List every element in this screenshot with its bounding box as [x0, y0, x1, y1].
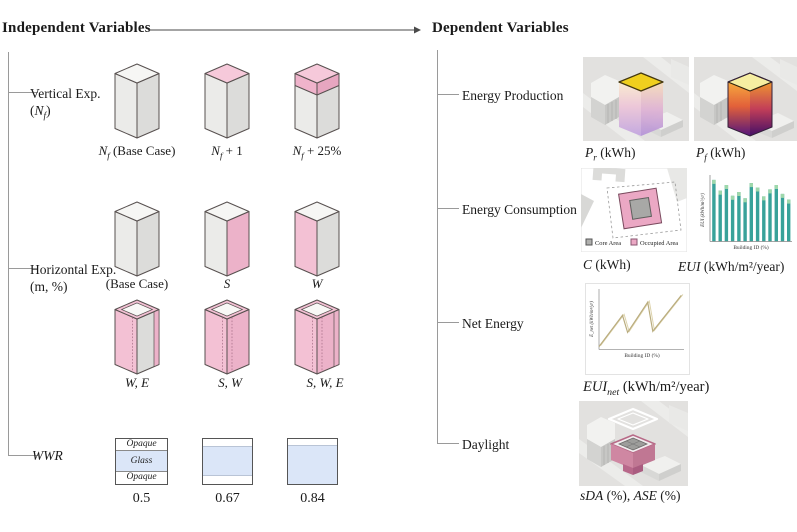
independent-variables-title: Independent Variables — [2, 20, 151, 36]
tower-nf-plus25 — [289, 62, 345, 140]
render-pv-facade — [694, 57, 797, 141]
tower-h-w — [289, 200, 345, 278]
caption-h-s: S — [223, 276, 231, 291]
caption-h-swe: S, W, E — [306, 375, 344, 390]
tower-h-swe — [289, 298, 345, 376]
svg-text:Building ID (%): Building ID (%) — [733, 244, 769, 251]
caption-eui-net: EUInet (kWh/m²/year) — [583, 379, 710, 398]
wwr-box-05: Opaque Glass Opaque — [115, 438, 168, 485]
tower-h-s — [199, 200, 255, 278]
caption-nf-plus25: Nf + 25% — [292, 143, 342, 161]
caption-nf-base: Nf (Base Case) — [98, 143, 176, 161]
wwr-value-067: 0.67 — [215, 491, 240, 506]
caption-eui: EUI (kWh/m²/year) — [678, 259, 785, 274]
tower-nf-plus1 — [199, 62, 255, 140]
horizontal-exp-label: Horizontal Exp. (m, %) — [30, 262, 117, 294]
tower-h-base — [109, 200, 165, 278]
svg-text:EUI (kWh/m²/yr): EUI (kWh/m²/yr) — [700, 193, 706, 228]
wwr-box-067 — [202, 438, 253, 485]
chart-eui-net: E_net (kWh/m²/yr) Building ID (%) — [585, 283, 690, 375]
caption-h-sw: S, W — [218, 375, 242, 390]
wwr-segment-opaque-bottom: Opaque — [116, 472, 167, 484]
wwr-label: WWR — [32, 448, 63, 463]
daylight-label: Daylight — [462, 437, 510, 452]
svg-text:E_net (kWh/m²/yr): E_net (kWh/m²/yr) — [589, 301, 595, 338]
tower-h-we — [109, 298, 165, 376]
caption-nf-plus1: Nf + 1 — [211, 143, 243, 161]
caption-pr: Pr (kWh) — [585, 145, 636, 163]
branch-vertical-exp — [8, 92, 38, 93]
net-energy-label: Net Energy — [462, 316, 524, 331]
wwr-segment-opaque-top: Opaque — [116, 439, 167, 451]
plan-core-occupied: Core Area Occupied Area — [581, 168, 687, 252]
branch-net-energy — [437, 322, 459, 323]
chart-eui-bars: EUI (kWh/m²/yr) Building ID (%) — [700, 175, 792, 251]
flow-arrow-icon — [148, 26, 421, 34]
energy-production-label: Energy Production — [462, 88, 564, 103]
svg-text:Core Area: Core Area — [595, 240, 621, 247]
caption-daylight: sDA (%), ASE (%) — [580, 488, 681, 503]
wwr-box-084 — [287, 438, 338, 485]
svg-text:Occupied Area: Occupied Area — [640, 240, 678, 247]
branch-wwr — [8, 455, 38, 456]
svg-text:Building ID (%): Building ID (%) — [624, 352, 660, 359]
independent-tree-line — [8, 52, 9, 456]
render-pv-roof — [583, 57, 689, 141]
energy-consumption-label: Energy Consumption — [462, 202, 577, 217]
branch-daylight — [437, 443, 459, 444]
wwr-value-084: 0.84 — [300, 491, 325, 506]
caption-pf: Pf (kWh) — [696, 145, 746, 163]
render-daylight — [579, 401, 688, 486]
tower-h-sw — [199, 298, 255, 376]
wwr-value-05: 0.5 — [132, 491, 151, 506]
branch-energy-consumption — [437, 208, 459, 209]
wwr-segment-glass: Glass — [116, 451, 167, 472]
tower-nf-base — [109, 62, 165, 140]
vertical-exp-label: Vertical Exp. (Nf) — [30, 86, 101, 121]
dependent-variables-title: Dependent Variables — [432, 20, 569, 36]
caption-h-we: W, E — [124, 375, 150, 390]
caption-h-base: (Base Case) — [105, 276, 169, 291]
branch-energy-production — [437, 94, 459, 95]
branch-horizontal-exp — [8, 268, 38, 269]
caption-h-w: W — [311, 276, 323, 291]
caption-c: C (kWh) — [583, 257, 631, 272]
dependent-tree-line — [437, 50, 438, 443]
